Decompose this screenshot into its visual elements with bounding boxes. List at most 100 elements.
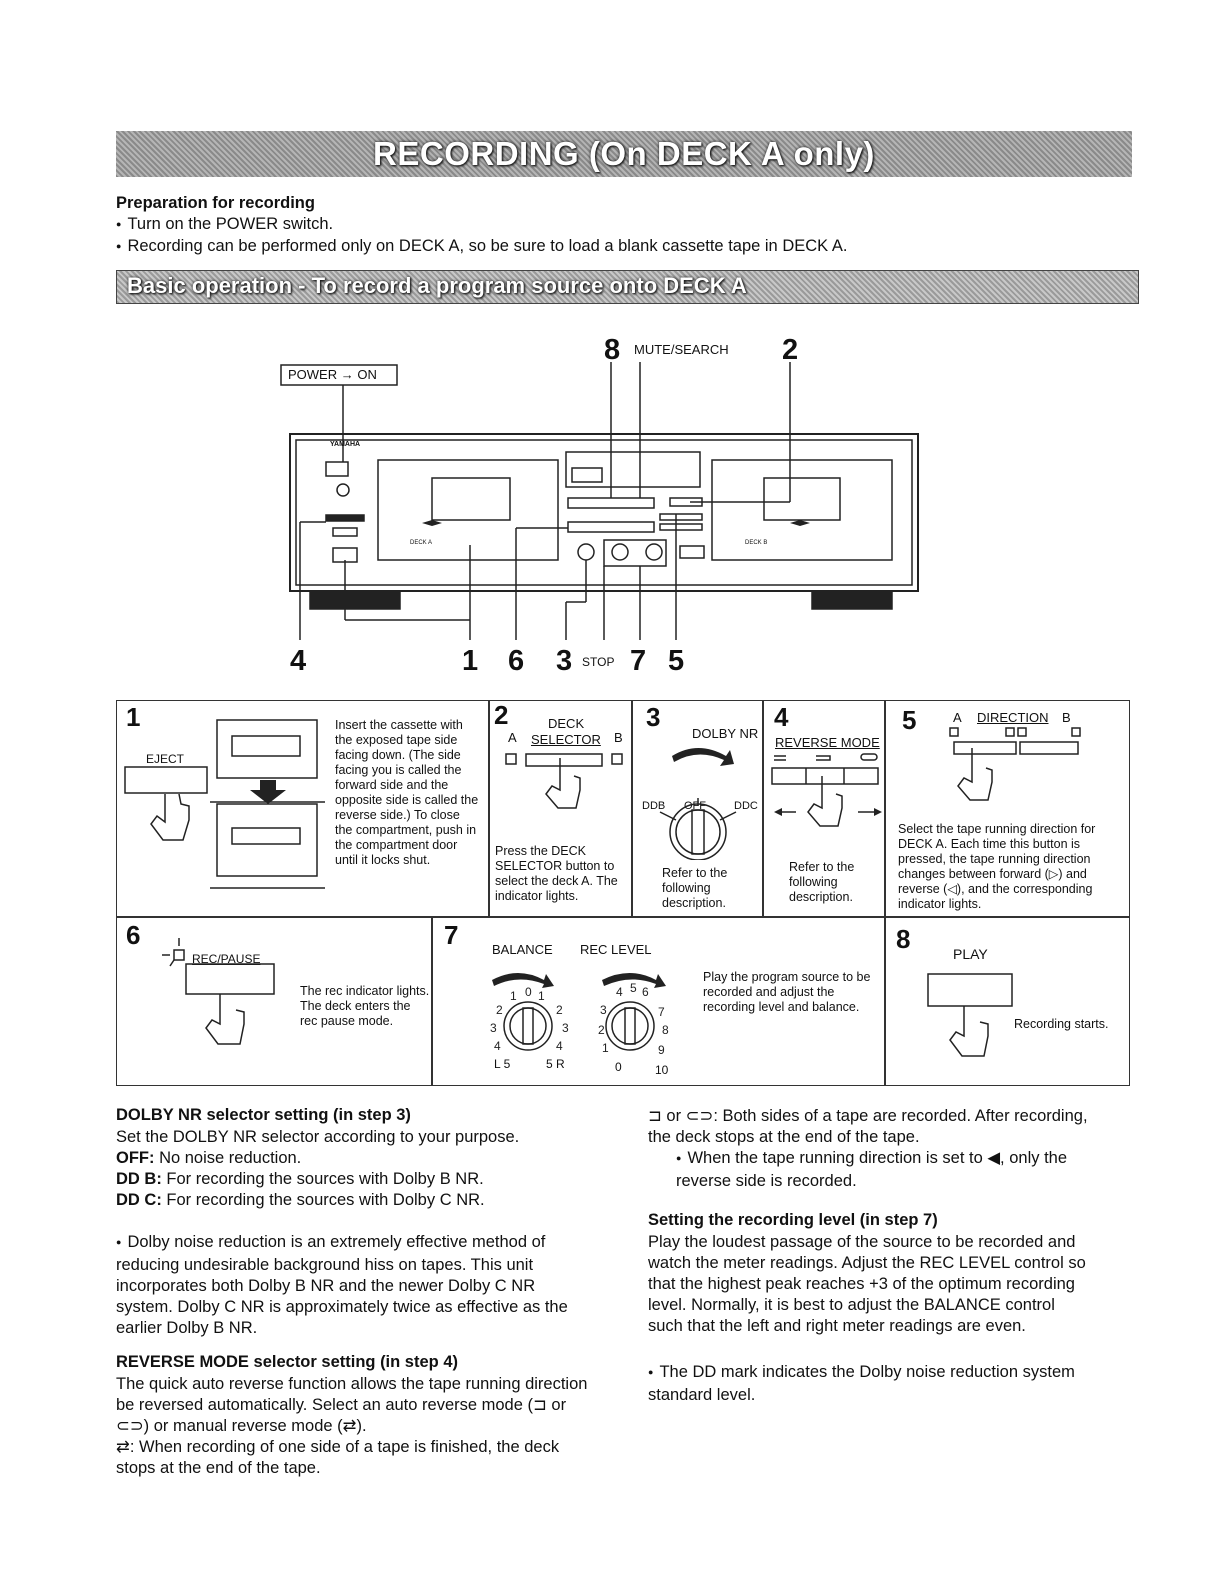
step-7-number: 7 xyxy=(444,920,459,950)
dolby-c-key: DD C: xyxy=(116,1191,162,1209)
callout-4: 4 xyxy=(290,645,307,677)
both-sides-note: When the tape running direction is set t… xyxy=(676,1148,1096,1192)
level-note: The DD mark indicates the Dolby noise re… xyxy=(648,1362,1078,1406)
step-2-b: B xyxy=(614,730,623,745)
svg-text:3: 3 xyxy=(490,1021,497,1035)
svg-text:9: 9 xyxy=(658,1043,665,1057)
step-2-title: DECK xyxy=(548,716,585,731)
hand-icon xyxy=(957,748,993,801)
dolby-b-label: DDB xyxy=(642,800,666,812)
step-2-text: Press the DECK SELECTOR button to select… xyxy=(495,844,618,903)
step-2-selector: SELECTOR xyxy=(531,732,601,747)
dolby-c-label: DDC xyxy=(734,800,758,812)
callout-7: 7 xyxy=(630,645,647,677)
rec-indicator xyxy=(173,949,185,961)
page-title-banner: RECORDING (On DECK A only) xyxy=(116,131,1132,177)
manual-reverse-icon xyxy=(774,755,786,761)
auto-reverse-icon xyxy=(860,753,878,761)
hand-icon xyxy=(150,793,190,841)
svg-text:1: 1 xyxy=(538,989,545,1003)
brand-logo: YAMAHA xyxy=(330,441,361,448)
svg-text:6: 6 xyxy=(642,985,649,999)
power-label: POWER → ON xyxy=(288,367,377,382)
rec-pause-label: REC/PAUSE xyxy=(192,952,261,966)
svg-text:1: 1 xyxy=(510,989,517,1003)
svg-text:3: 3 xyxy=(600,1003,607,1017)
step-8-text: Recording starts. xyxy=(1014,1017,1109,1031)
reverse-text: The quick auto reverse function allows t… xyxy=(116,1375,588,1435)
callout-2: 2 xyxy=(782,334,799,366)
svg-text:3: 3 xyxy=(562,1021,569,1035)
dolby-off-value: No noise reduction. xyxy=(154,1149,302,1167)
step-6-text: The rec indicator lights. The deck enter… xyxy=(300,984,430,1028)
page-title: RECORDING (On DECK A only) xyxy=(373,135,875,172)
direction-b-label: B xyxy=(1062,710,1071,725)
dolby-b-row: DD B: For recording the sources with Dol… xyxy=(116,1169,484,1190)
power-box xyxy=(280,364,398,386)
play-button xyxy=(927,973,1013,1007)
step-2-number: 2 xyxy=(494,700,509,730)
dolby-c-row: DD C: For recording the sources with Dol… xyxy=(116,1190,485,1211)
step-3-text: Refer to the following description. xyxy=(662,866,728,910)
callout-stop-label: STOP xyxy=(582,655,615,669)
play-label: PLAY xyxy=(953,946,988,962)
rec-pause-illustration xyxy=(162,938,275,1045)
dolby-intro: Set the DOLBY NR selector according to y… xyxy=(116,1128,520,1146)
hand-icon xyxy=(807,776,843,827)
svg-text:1: 1 xyxy=(602,1041,609,1055)
eject-label: EJECT xyxy=(146,752,185,766)
direction-title: DIRECTION xyxy=(977,710,1049,725)
level-heading: Setting the recording level (in step 7) xyxy=(648,1211,938,1229)
svg-text:2: 2 xyxy=(496,1003,503,1017)
balance-l5: L 5 xyxy=(494,1057,511,1071)
balance-label: BALANCE xyxy=(492,942,553,957)
level-text: Play the loudest passage of the source t… xyxy=(648,1233,1086,1335)
svg-text:5: 5 xyxy=(630,981,637,995)
svg-text:2: 2 xyxy=(556,1003,563,1017)
callout-5: 5 xyxy=(668,645,685,677)
step-1-illustration xyxy=(124,719,325,889)
callout-8: 8 xyxy=(604,334,621,366)
direction-a-label: A xyxy=(953,710,962,725)
callout-mute-search-label: MUTE/SEARCH xyxy=(634,342,729,357)
deck-b-label: DECK B xyxy=(745,540,768,546)
dolby-off-label: OFF xyxy=(684,800,706,812)
svg-text:8: 8 xyxy=(662,1023,669,1037)
reverse-mode-illustration xyxy=(771,753,882,827)
step-1-text: Insert the cassette with the exposed tap… xyxy=(335,718,479,867)
step-2-a: A xyxy=(508,730,517,745)
rec-level-zero: 0 xyxy=(615,1060,622,1074)
dolby-nr-knob-illustration xyxy=(659,748,737,860)
one-way-icon xyxy=(816,755,831,761)
dolby-off-row: OFF: No noise reduction. xyxy=(116,1148,301,1169)
prep-item-2: Recording can be performed only on DECK … xyxy=(116,236,847,258)
dolby-knob xyxy=(669,803,727,860)
hand-icon xyxy=(949,1006,989,1057)
rec-level-ten: 10 xyxy=(655,1063,669,1077)
reverse-manual-item: ⇄: When recording of one side of a tape … xyxy=(116,1438,560,1477)
direction-b-button xyxy=(1019,741,1079,755)
step-3-title: DOLBY NR xyxy=(692,726,759,741)
step-5-text: Select the tape running direction for DE… xyxy=(898,822,1096,911)
svg-text:4: 4 xyxy=(494,1039,501,1053)
dolby-heading: DOLBY NR selector setting (in step 3) xyxy=(116,1106,411,1124)
step-4-title: REVERSE MODE xyxy=(775,735,880,750)
balance-knob xyxy=(503,1001,553,1051)
dolby-b-key: DD B: xyxy=(116,1170,162,1188)
both-sides-text: ⊐ or ⊂⊃: Both sides of a tape are record… xyxy=(648,1107,1088,1146)
play-button-illustration xyxy=(927,973,1013,1057)
deck-a-label: DECK A xyxy=(410,540,433,546)
deck-selector-illustration xyxy=(505,753,623,809)
step-4-number: 4 xyxy=(774,702,789,732)
hand-icon xyxy=(205,994,245,1045)
section-title: Basic operation - To record a program so… xyxy=(127,273,747,298)
step-8-number: 8 xyxy=(896,924,911,954)
step-7-text: Play the program source to be recorded a… xyxy=(703,970,871,1014)
prep-heading: Preparation for recording xyxy=(116,194,315,212)
svg-text:4: 4 xyxy=(616,985,623,999)
step-6-number: 6 xyxy=(126,920,141,950)
dolby-b-value: For recording the sources with Dolby B N… xyxy=(161,1170,484,1188)
dolby-note: Dolby noise reduction is an extremely ef… xyxy=(116,1232,594,1339)
step-5-number: 5 xyxy=(902,705,917,735)
svg-text:0: 0 xyxy=(525,985,532,999)
